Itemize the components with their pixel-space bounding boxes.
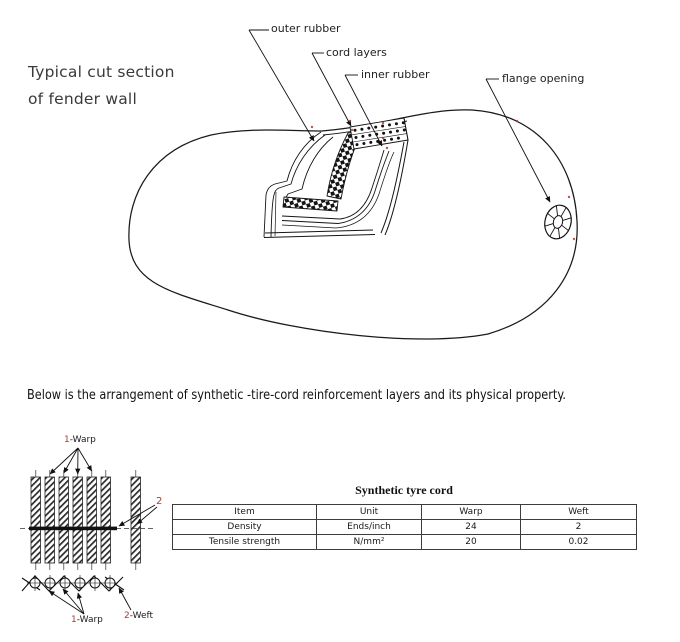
bottom-warp-label-text: -Warp <box>76 615 103 625</box>
top-warp-label: 1-Warp <box>64 435 96 445</box>
cad-vertex-marks <box>310 119 576 241</box>
table-cell: N/mm² <box>316 534 422 550</box>
bottom-weft-label-text: -Weft <box>129 611 154 621</box>
table-cell: 0.02 <box>520 534 637 550</box>
warp-bars <box>30 476 141 564</box>
label-inner-rubber: inner rubber <box>361 68 430 81</box>
table-row-tensile-strength: Tensile strength N/mm² 20 0.02 <box>172 534 637 550</box>
bottom-warp-label-number: 1 <box>71 615 77 625</box>
table-cell: 20 <box>421 534 521 550</box>
weft-ref-arrows <box>118 504 158 527</box>
fender-cutaway-section <box>263 117 409 238</box>
label-cord-layers: cord layers <box>326 46 387 59</box>
cord-property-table: Item Unit Warp Weft Density Ends/inch 24… <box>172 504 637 550</box>
table-header-weft: Weft <box>520 504 637 520</box>
table-cell: Ends/inch <box>316 519 422 535</box>
top-warp-label-text: -Warp <box>69 435 96 445</box>
weave-cross-section <box>21 575 125 592</box>
label-flange-opening: flange opening <box>502 72 585 85</box>
bottom-warp-label: 1-Warp <box>71 615 103 625</box>
table-cell: 2 <box>520 519 637 535</box>
weft-thread-line <box>29 526 117 531</box>
weft-ref-label: 2 <box>156 496 163 507</box>
table-header-unit: Unit <box>316 504 422 520</box>
bottom-weft-label: 2-Weft <box>124 611 153 621</box>
table-cell: 24 <box>421 519 521 535</box>
table-header-warp: Warp <box>421 504 521 520</box>
diagram-title-line1: Typical cut section <box>28 63 175 81</box>
table-header-row: Item Unit Warp Weft <box>172 504 637 520</box>
diagram-title: Typical cut section of fender wall <box>28 59 175 113</box>
intro-sentence: Below is the arrangement of synthetic -t… <box>27 388 567 403</box>
cord-end-dots <box>353 121 406 147</box>
label-outer-rubber: outer rubber <box>271 22 341 35</box>
bottom-weft-label-number: 2 <box>124 611 130 621</box>
table-row-density: Density Ends/inch 24 2 <box>172 519 637 535</box>
table-cell: Density <box>172 519 317 535</box>
top-warp-arrows <box>49 447 93 475</box>
top-warp-label-number: 1 <box>64 435 70 445</box>
weave-arrangement-diagram <box>20 447 158 615</box>
callout-leader-lines <box>248 29 551 203</box>
diagram-title-line2: of fender wall <box>28 90 137 108</box>
table-title: Synthetic tyre cord <box>355 483 453 497</box>
flange-opening-wheel <box>544 204 572 240</box>
bottom-warp-arrows <box>48 587 132 615</box>
fender-capsule-outline <box>128 109 578 340</box>
table-header-item: Item <box>172 504 317 520</box>
table-cell: Tensile strength <box>172 534 317 550</box>
